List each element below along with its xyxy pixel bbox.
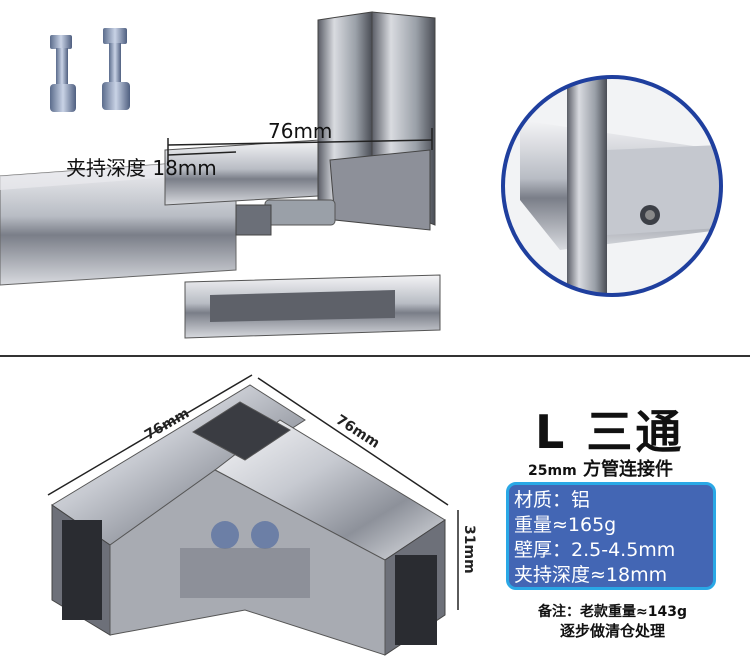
bolt-right xyxy=(102,28,130,110)
product-title: L 三通 xyxy=(535,405,685,459)
note-line-1: 备注：老款重量≈143g xyxy=(538,604,687,620)
spec-material: 材质：铝 xyxy=(514,489,591,511)
length-dimension-label: 76mm xyxy=(268,119,333,143)
detail-magnifier xyxy=(503,77,721,295)
spec-clamp-depth: 夹持深度≈18mm xyxy=(514,564,668,586)
connector-product-photo: 76mm 76mm 31mm xyxy=(47,374,477,656)
section-divider xyxy=(0,355,750,357)
connector-lower xyxy=(184,274,441,339)
subtitle-text: 方管连接件 xyxy=(582,459,673,480)
spec-wall-thickness: 壁厚：2.5-4.5mm xyxy=(514,539,676,561)
spec-weight: 重量≈165g xyxy=(514,514,617,536)
bolt-left xyxy=(50,35,76,112)
right-arm-dimension: 76mm xyxy=(333,412,383,452)
note-line-2: 逐步做清仓处理 xyxy=(560,622,666,640)
product-assembly-photo xyxy=(0,11,723,339)
subtitle-size: 25mm xyxy=(528,463,577,479)
product-subtitle: 25mm 方管连接件 xyxy=(528,455,673,481)
spec-box: 材质：铝 重量≈165g 壁厚：2.5-4.5mm 夹持深度≈18mm xyxy=(506,482,716,590)
height-dimension: 31mm xyxy=(461,525,477,574)
clamp-depth-label: 夹持深度 18mm xyxy=(66,156,217,180)
connector-upper xyxy=(164,11,436,236)
